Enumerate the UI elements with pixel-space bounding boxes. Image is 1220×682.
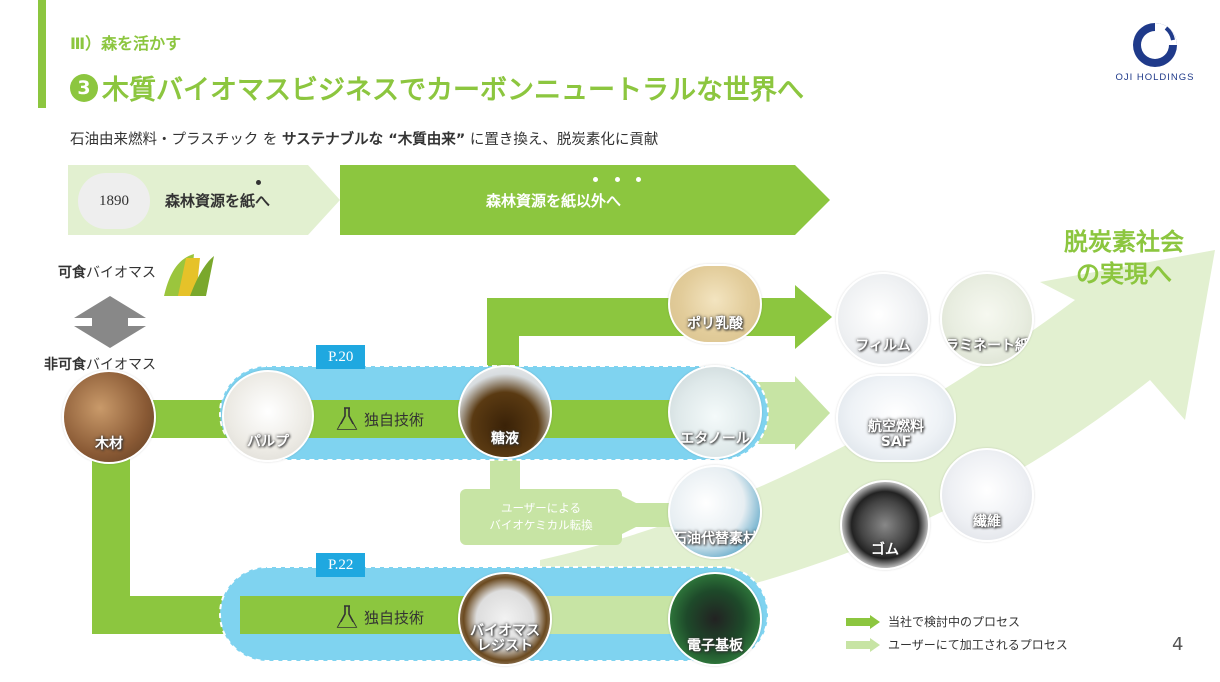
- edible-bold: 可食: [58, 265, 86, 281]
- logo-text: OJI HOLDINGS: [1115, 72, 1195, 83]
- node-polylactic-acid: ポリ乳酸: [668, 264, 762, 344]
- output-rubber: ゴム: [840, 480, 930, 570]
- goal-heading: 脱炭素社会 の実現へ: [1034, 226, 1214, 290]
- subtitle-bold-1: サステナブルな: [281, 132, 384, 148]
- flow-wood-down: [92, 438, 130, 608]
- legend-in-house: 当社で検討中のプロセス: [846, 613, 1020, 630]
- node-resist-line-2: レジスト: [477, 638, 533, 654]
- title-text: 木質バイオマスビジネスでカーボンニュートラルな世界へ: [102, 75, 804, 106]
- output-saf-label: 航空燃料 SAF: [868, 420, 924, 450]
- node-wood-label: 木材: [95, 436, 123, 452]
- goal-line-1: 脱炭素社会: [1064, 228, 1184, 256]
- output-film-label: フィルム: [855, 338, 911, 354]
- edible-rest: バイオマス: [86, 265, 156, 281]
- output-aviation-fuel: 航空燃料 SAF: [836, 374, 956, 462]
- legend-arrow-green-icon: [846, 614, 880, 629]
- double-arrow-icon: [74, 296, 146, 348]
- legend-in-house-text: 当社で検討中のプロセス: [888, 615, 1021, 629]
- goal-line-2: の実現へ: [1076, 260, 1172, 288]
- node-resist-line-1: バイオマス: [470, 623, 540, 639]
- flow-user-upper-head: [795, 376, 830, 450]
- era-arrow-beyond-paper: [340, 165, 830, 235]
- emphasis-dot: [593, 177, 598, 182]
- legend-by-user: ユーザーにて加工されるプロセス: [846, 636, 1068, 653]
- flask-icon: [336, 605, 358, 628]
- tech-label-lower: 独自技術: [336, 604, 424, 630]
- node-biomass-resist: バイオマス レジスト: [458, 572, 552, 666]
- legend-arrow-light-green-icon: [846, 637, 880, 652]
- user-conversion-box: ユーザーによる バイオケミカル転換: [460, 489, 622, 545]
- accent-bar: [38, 0, 46, 108]
- subtitle-bold-2: “木質由来”: [383, 132, 466, 148]
- node-ethanol-label: エタノール: [680, 431, 750, 447]
- nonedible-bold: 非可食: [44, 357, 86, 373]
- emphasis-dot: [615, 177, 620, 182]
- flask-icon: [336, 407, 358, 430]
- nonedible-rest: バイオマス: [86, 357, 156, 373]
- page-subtitle: 石油由来燃料・プラスチック を サステナブルな “木質由来” に置き換え、脱炭素…: [70, 128, 658, 149]
- corn-icon: [164, 254, 214, 296]
- output-rubber-label: ゴム: [871, 542, 899, 558]
- edible-biomass-label: 可食バイオマス: [58, 262, 156, 282]
- tech-label-lower-text: 独自技術: [364, 608, 425, 627]
- node-resist-label: バイオマス レジスト: [470, 624, 540, 654]
- flow-user-lower-head: [620, 495, 660, 535]
- page-number: 4: [1172, 634, 1184, 655]
- output-film: フィルム: [836, 272, 930, 366]
- node-pcb-label: 電子基板: [687, 638, 743, 654]
- flow-upper-head: [795, 285, 832, 349]
- section-heading: Ⅲ）森を活かす: [70, 34, 182, 53]
- output-fiber: 繊維: [940, 448, 1034, 542]
- non-edible-biomass-label: 非可食バイオマス: [44, 354, 156, 374]
- oji-logo-mark-icon: [1133, 23, 1177, 67]
- subtitle-part-2: に置き換え、脱炭素化に貢献: [465, 132, 659, 148]
- node-ethanol: エタノール: [668, 365, 762, 459]
- node-sugar-solution: 糖液: [458, 365, 552, 459]
- year-badge: 1890: [78, 173, 150, 229]
- output-laminate-paper: ラミネート紙: [940, 272, 1034, 366]
- output-laminate-label: ラミネート紙: [945, 338, 1029, 354]
- user-box-line-2: バイオケミカル転換: [489, 518, 593, 532]
- output-fiber-label: 繊維: [973, 514, 1001, 530]
- title-number-badge: 3: [70, 73, 98, 102]
- user-box-line-1: ユーザーによる: [501, 501, 581, 515]
- tech-label-upper: 独自技術: [336, 406, 424, 432]
- node-circuit-board: 電子基板: [668, 572, 762, 666]
- node-petroleum-substitute: 石油代替素材: [668, 465, 762, 559]
- node-sugar-label: 糖液: [491, 431, 519, 447]
- node-pulp: パルプ: [222, 370, 314, 462]
- subtitle-part-1: 石油由来燃料・プラスチック を: [70, 132, 282, 148]
- node-petro-sub-label: 石油代替素材: [673, 531, 757, 547]
- era-label-beyond-paper: 森林資源を紙以外へ: [486, 192, 622, 210]
- emphasis-dot: [256, 180, 261, 185]
- node-pulp-label: パルプ: [247, 434, 289, 450]
- flow-in-pill-lower: [240, 596, 500, 634]
- node-polylactic-label: ポリ乳酸: [687, 316, 743, 332]
- page-ref-lower[interactable]: P.22: [316, 553, 366, 577]
- node-wood: 木材: [62, 370, 156, 464]
- output-saf-line-2: SAF: [880, 434, 912, 450]
- page-ref-upper[interactable]: P.20: [316, 345, 366, 369]
- oji-logo: OJI HOLDINGS: [1110, 18, 1200, 88]
- output-saf-line-1: 航空燃料: [868, 419, 924, 435]
- era-label-paper: 森林資源を紙へ: [165, 192, 271, 210]
- tech-label-upper-text: 独自技術: [364, 410, 425, 429]
- page-title: 3 木質バイオマスビジネスでカーボンニュートラルな世界へ: [70, 68, 804, 107]
- legend-by-user-text: ユーザーにて加工されるプロセス: [888, 638, 1068, 652]
- emphasis-dot: [636, 177, 641, 182]
